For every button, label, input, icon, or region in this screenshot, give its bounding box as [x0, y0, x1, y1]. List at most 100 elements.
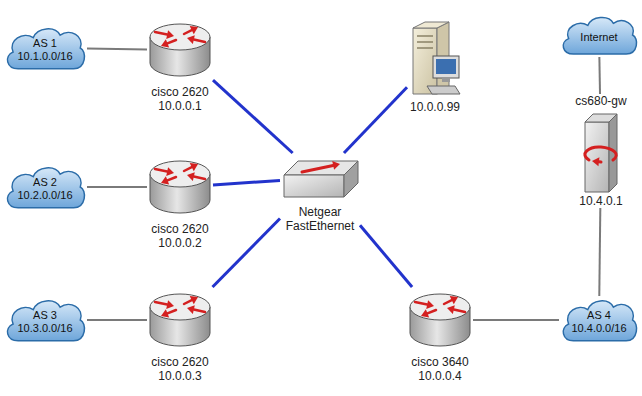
address-label: 10.4.0.1: [579, 194, 622, 208]
ethernet-link: [344, 87, 407, 153]
arrow-head: [166, 30, 174, 39]
arrow-stroke: [167, 177, 176, 180]
ethernet-link: [213, 80, 293, 153]
monitor-frame: [433, 56, 459, 78]
drive-slot: [417, 35, 433, 37]
address-label: 10.0.0.1: [158, 99, 201, 113]
cloud-outline: [7, 301, 84, 341]
network-link: [87, 319, 147, 321]
arrow-stroke: [415, 302, 427, 305]
server-icon: [407, 18, 463, 98]
arrow-head: [161, 309, 169, 317]
firewall-node: cs680-gw 10.4.0.1: [575, 94, 626, 208]
arrow-stroke: [454, 310, 465, 312]
arrow-head: [447, 305, 455, 314]
ethernet-link: [213, 181, 280, 185]
cloud-node: AS 410.4.0.0/16: [559, 296, 639, 344]
arrow-head: [187, 305, 195, 314]
device-name: cisco 2620: [151, 222, 208, 236]
arrow-stroke: [194, 310, 205, 312]
arrow-head: [332, 161, 340, 170]
firewall-swirl: [585, 147, 616, 160]
ethernet-link: [213, 219, 280, 287]
arrow-stroke: [167, 40, 176, 43]
device-name: cisco 2620: [151, 355, 208, 369]
cloud-outline: [7, 168, 84, 208]
address-label: 10.0.0.3: [158, 369, 201, 383]
drive-slot: [417, 41, 433, 43]
network-link: [599, 208, 600, 296]
server-node: 10.0.0.99: [407, 18, 463, 114]
switch-front: [284, 175, 344, 197]
arrow-stroke: [155, 169, 167, 172]
switch-side: [344, 161, 358, 197]
arrow-head: [166, 300, 174, 309]
keyboard: [427, 86, 460, 94]
network-link: [473, 319, 559, 321]
router-node: cisco 262010.0.0.2: [147, 154, 213, 250]
arrow-stroke: [444, 300, 452, 304]
router-icon: [147, 287, 213, 353]
cloud-node: AS 110.1.0.0/16: [3, 24, 87, 72]
arrow-stroke: [194, 177, 205, 179]
arrow-stroke: [427, 310, 436, 313]
device-name: AS 4: [587, 309, 611, 322]
device-name: Netgear FastEthernet: [286, 205, 355, 233]
cloud-node: AS 210.2.0.0/16: [3, 163, 87, 211]
device-name: 10.0.0.99: [410, 100, 460, 114]
network-link: [87, 48, 147, 51]
arrow-stroke: [155, 302, 167, 305]
switch-icon: [280, 153, 360, 203]
cloud-node: AS 310.3.0.0/16: [3, 296, 87, 344]
arrow-stroke: [155, 32, 167, 35]
address-label: 10.0.0.4: [418, 369, 461, 383]
router-top: [150, 161, 210, 187]
arrow-head: [426, 300, 434, 309]
network-link: [598, 57, 601, 94]
router-node: cisco 262010.0.0.3: [147, 287, 213, 383]
arrow-stroke: [184, 300, 192, 304]
arrow-head: [190, 163, 198, 171]
arrow-head: [421, 309, 429, 317]
router-top: [150, 24, 210, 50]
arrow-stroke: [184, 30, 192, 34]
arrow-head: [450, 296, 458, 304]
arrow-head: [161, 176, 169, 184]
device-name: Internet: [580, 31, 617, 44]
arrow-head: [166, 167, 174, 176]
cloud-outline: [7, 29, 84, 69]
ethernet-link: [360, 225, 412, 287]
monitor-stand: [442, 78, 450, 82]
drive-slot: [417, 47, 433, 49]
router-icon: [147, 154, 213, 220]
device-name: AS 1: [33, 37, 57, 50]
server-top: [413, 22, 449, 28]
address-label: 10.1.0.0/16: [17, 50, 72, 63]
device-name: AS 3: [33, 309, 57, 322]
router-icon: [407, 287, 473, 353]
arrow-head: [161, 39, 169, 47]
arrow-head: [592, 157, 599, 166]
switch-node: Netgear FastEthernet: [280, 153, 360, 233]
arrow-head: [190, 26, 198, 34]
arrow-head: [190, 296, 198, 304]
router-node: cisco 364010.0.0.4: [407, 287, 473, 383]
arrow-stroke: [302, 165, 333, 172]
arrow-head: [187, 172, 195, 181]
arrow-stroke: [167, 310, 176, 313]
firewall-front: [585, 122, 609, 192]
monitor-screen: [436, 59, 456, 74]
cloud-outline: [563, 17, 636, 54]
address-label: 10.0.0.2: [158, 236, 201, 250]
arrow-stroke: [184, 167, 192, 171]
firewall-top: [585, 114, 617, 122]
cloud-outline: [563, 301, 636, 341]
address-label: 10.4.0.0/16: [571, 322, 626, 335]
arrow-stroke: [194, 40, 205, 42]
device-name: cisco 2620: [151, 85, 208, 99]
network-link: [87, 186, 147, 188]
address-label: 10.3.0.0/16: [17, 322, 72, 335]
device-name: cs680-gw: [575, 94, 626, 108]
